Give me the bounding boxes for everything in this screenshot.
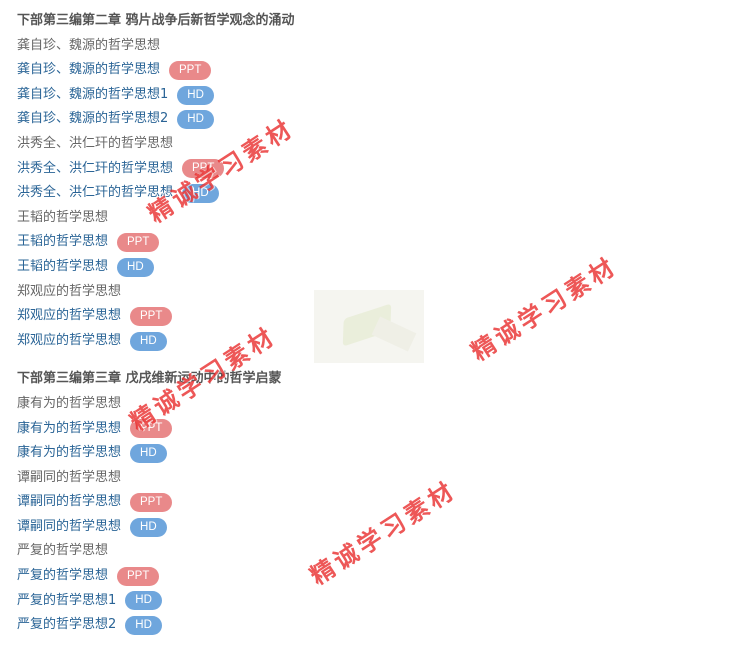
ppt-badge[interactable]: PPT	[117, 233, 160, 253]
topic-heading: 谭嗣同的哲学思想	[17, 466, 577, 491]
hd-badge[interactable]: HD	[182, 183, 219, 203]
ppt-badge[interactable]: PPT	[130, 493, 173, 513]
ppt-badge[interactable]: PPT	[117, 566, 160, 586]
topic-label: 康有为的哲学思想	[17, 395, 122, 411]
hd-badge[interactable]: HD	[130, 331, 167, 351]
resource-link[interactable]: 严复的哲学思想	[17, 568, 109, 584]
chapter-section: 下部第三编第二章 鸦片战争后新哲学观念的涌动 龚自珍、魏源的哲学思想 龚自珍、魏…	[17, 9, 577, 353]
resource-row: 龚自珍、魏源的哲学思想 PPT	[17, 58, 577, 83]
ppt-badge[interactable]: PPT	[130, 306, 173, 326]
leaf-shadow	[371, 316, 417, 352]
resource-link[interactable]: 谭嗣同的哲学思想	[17, 494, 122, 510]
topic-label: 王韬的哲学思想	[17, 209, 109, 225]
topic-heading: 王韬的哲学思想	[17, 206, 577, 231]
resource-link[interactable]: 郑观应的哲学思想	[17, 308, 122, 324]
leaf-thumbnail-image	[314, 290, 424, 363]
resource-link[interactable]: 洪秀全、洪仁玕的哲学思想	[17, 160, 174, 176]
topic-label: 严复的哲学思想	[17, 543, 109, 559]
hd-badge[interactable]: HD	[130, 443, 167, 463]
topic-heading: 龚自珍、魏源的哲学思想	[17, 34, 577, 59]
hd-badge[interactable]: HD	[125, 616, 162, 636]
hd-badge[interactable]: HD	[177, 110, 214, 130]
hd-badge[interactable]: HD	[130, 517, 167, 537]
hd-badge[interactable]: HD	[117, 257, 154, 277]
resource-row: 康有为的哲学思想 HD	[17, 441, 577, 466]
resource-link[interactable]: 龚自珍、魏源的哲学思想	[17, 62, 161, 78]
resource-link[interactable]: 谭嗣同的哲学思想	[17, 518, 122, 534]
hd-badge[interactable]: HD	[125, 591, 162, 611]
ppt-badge[interactable]: PPT	[182, 159, 225, 179]
resource-row: 谭嗣同的哲学思想 HD	[17, 515, 577, 540]
resource-row: 郑观应的哲学思想 HD	[17, 329, 577, 354]
chapter-title: 下部第三编第三章 戊戌维新运动中的哲学启蒙	[17, 371, 282, 387]
resource-link[interactable]: 龚自珍、魏源的哲学思想2	[17, 111, 169, 127]
content-list: 下部第三编第二章 鸦片战争后新哲学观念的涌动 龚自珍、魏源的哲学思想 龚自珍、魏…	[17, 9, 577, 638]
chapter-section: 下部第三编第三章 戊戌维新运动中的哲学启蒙 康有为的哲学思想 康有为的哲学思想 …	[17, 367, 577, 638]
topic-label: 谭嗣同的哲学思想	[17, 469, 122, 485]
resource-link[interactable]: 康有为的哲学思想	[17, 445, 122, 461]
resource-link[interactable]: 洪秀全、洪仁玕的哲学思想	[17, 185, 174, 201]
resource-link[interactable]: 郑观应的哲学思想	[17, 332, 122, 348]
resource-link[interactable]: 王韬的哲学思想	[17, 234, 109, 250]
resource-row: 严复的哲学思想2 HD	[17, 613, 577, 638]
resource-row: 王韬的哲学思想 PPT	[17, 230, 577, 255]
resource-link[interactable]: 龚自珍、魏源的哲学思想1	[17, 86, 169, 102]
resource-row: 龚自珍、魏源的哲学思想1 HD	[17, 83, 577, 108]
ppt-badge[interactable]: PPT	[130, 419, 173, 439]
topic-label: 洪秀全、洪仁玕的哲学思想	[17, 135, 174, 151]
topic-label: 郑观应的哲学思想	[17, 283, 122, 299]
topic-heading: 洪秀全、洪仁玕的哲学思想	[17, 132, 577, 157]
resource-row: 康有为的哲学思想 PPT	[17, 417, 577, 442]
resource-row: 洪秀全、洪仁玕的哲学思想 HD	[17, 181, 577, 206]
resource-row: 严复的哲学思想 PPT	[17, 564, 577, 589]
topic-label: 龚自珍、魏源的哲学思想	[17, 37, 161, 53]
resource-row: 龚自珍、魏源的哲学思想2 HD	[17, 107, 577, 132]
resource-link[interactable]: 严复的哲学思想1	[17, 592, 117, 608]
resource-row: 王韬的哲学思想 HD	[17, 255, 577, 280]
resource-link[interactable]: 严复的哲学思想2	[17, 617, 117, 633]
topic-heading: 严复的哲学思想	[17, 539, 577, 564]
resource-link[interactable]: 王韬的哲学思想	[17, 258, 109, 274]
resource-row: 郑观应的哲学思想 PPT	[17, 304, 577, 329]
topic-heading: 康有为的哲学思想	[17, 392, 577, 417]
resource-row: 严复的哲学思想1 HD	[17, 589, 577, 614]
resource-link[interactable]: 康有为的哲学思想	[17, 420, 122, 436]
ppt-badge[interactable]: PPT	[169, 60, 212, 80]
topic-heading: 郑观应的哲学思想	[17, 280, 577, 305]
resource-row: 洪秀全、洪仁玕的哲学思想 PPT	[17, 157, 577, 182]
chapter-title: 下部第三编第二章 鸦片战争后新哲学观念的涌动	[17, 13, 295, 28]
hd-badge[interactable]: HD	[177, 85, 214, 105]
resource-row: 谭嗣同的哲学思想 PPT	[17, 490, 577, 515]
